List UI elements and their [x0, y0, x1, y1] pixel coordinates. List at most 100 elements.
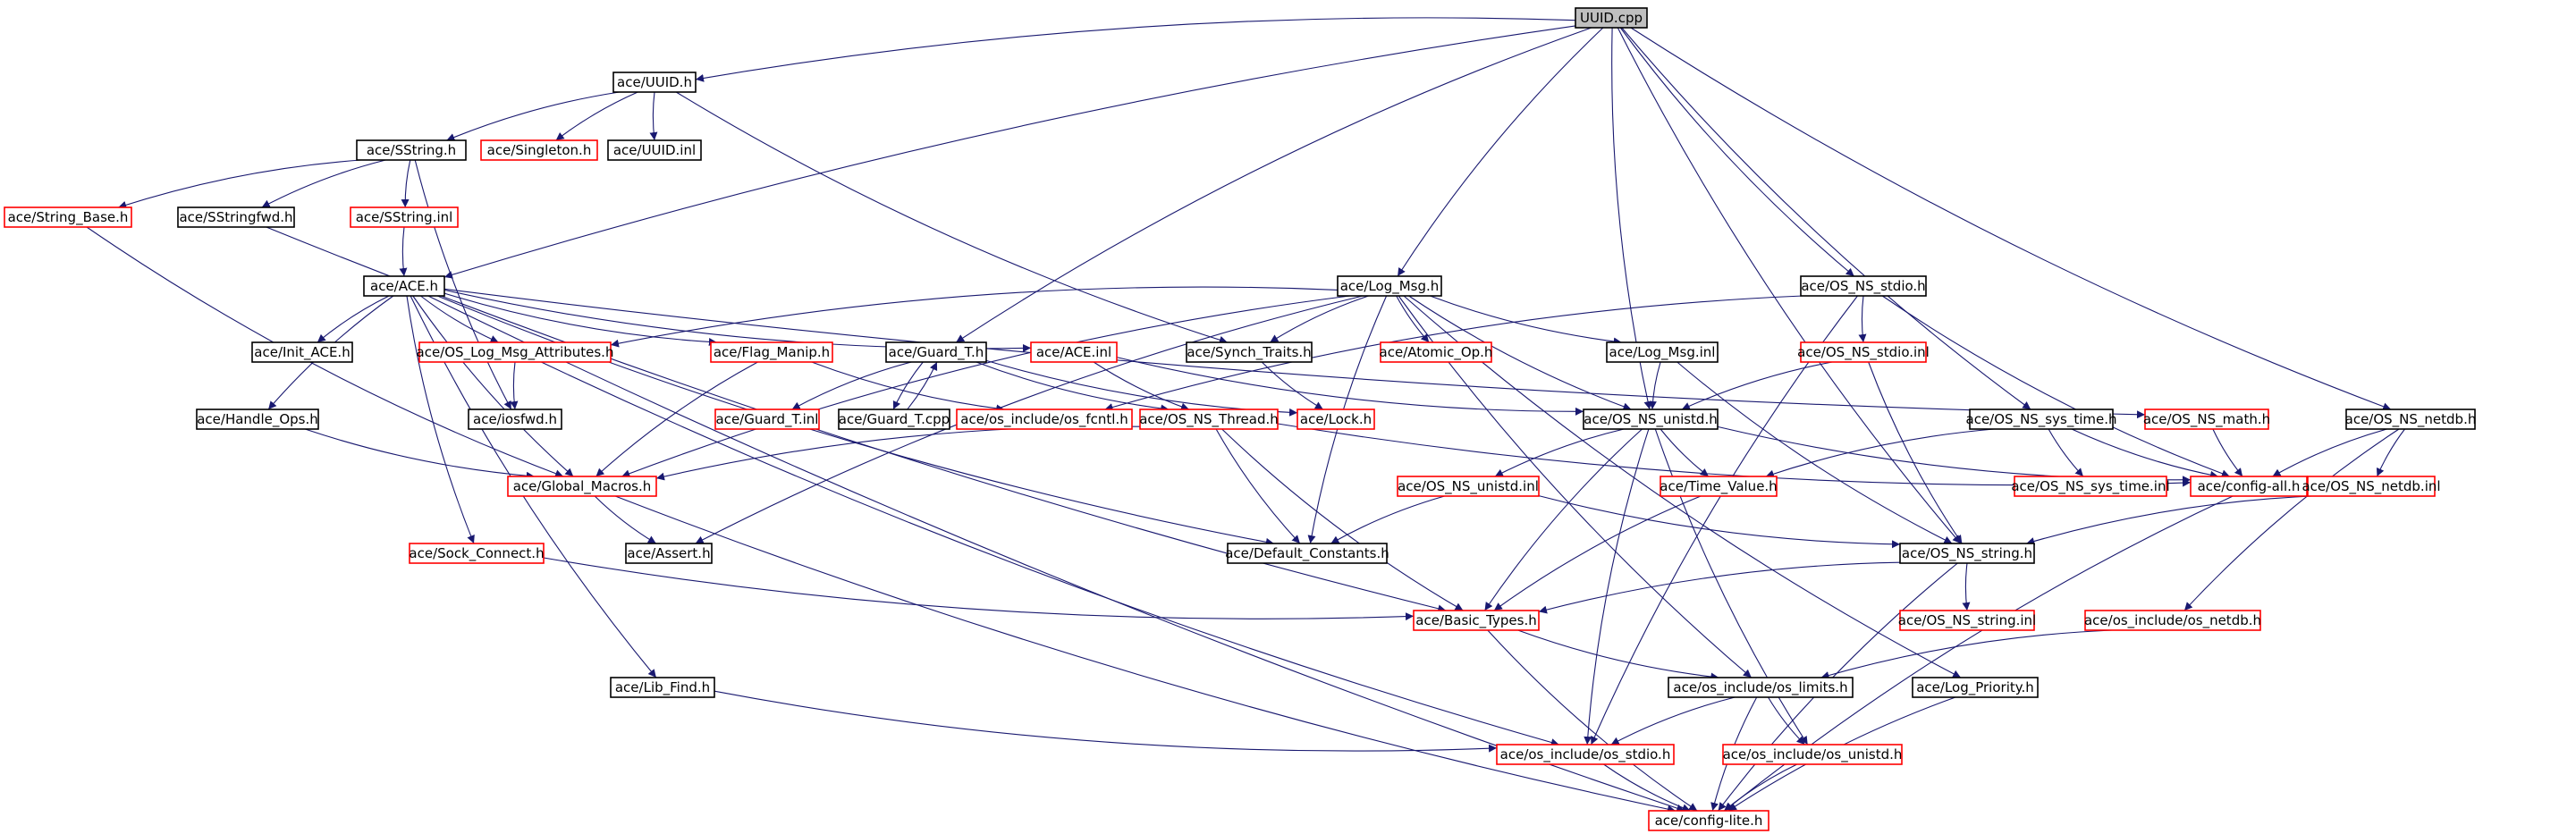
edge-ace-os-ns-netdb-h-to-ace-os-include-os-netdb-h	[2183, 428, 2400, 611]
edge-ace-os-include-os-limits-h-to-ace-os-include-os-stdio-h	[1610, 696, 1736, 746]
node-ace-log-msg-inl[interactable]: ace/Log_Msg.inl	[1606, 341, 1719, 363]
node-ace-singleton-h[interactable]: ace/Singleton.h	[480, 139, 598, 161]
node-label: ace/Log_Msg.inl	[1609, 344, 1716, 361]
node-box	[363, 275, 445, 297]
edge-ace-os-ns-sys-time-h-to-ace-config-all-h	[2071, 428, 2219, 479]
node-label: ace/ACE.h	[370, 278, 438, 294]
node-ace-os-include-os-stdio-h[interactable]: ace/os_include/os_stdio.h	[1496, 744, 1675, 765]
edge-ace-uuid-h-to-ace-sstring-h	[446, 91, 620, 141]
edge-ace-os-ns-sys-time-h-to-ace-os-ns-sys-time-inl	[2048, 428, 2084, 477]
node-label: ace/Log_Priority.h	[1916, 679, 2034, 696]
node-label: ace/OS_NS_sys_time.h	[1966, 411, 2117, 428]
node-label: ace/os_include/os_unistd.h	[1723, 746, 1903, 763]
edge-ace-guard-t-h-to-ace-guard-t-inl	[791, 361, 912, 410]
node-ace-sstring-h[interactable]: ace/SString.h	[356, 139, 467, 161]
node-ace-log-priority-h[interactable]: ace/Log_Priority.h	[1912, 677, 2039, 698]
node-ace-os-ns-stdio-inl[interactable]: ace/OS_NS_stdio.inl	[1797, 341, 1930, 363]
edge-uuid-cpp-to-ace-os-ns-sys-time-h	[1621, 27, 2031, 410]
edge-ace-guard-t-h-to-ace-guard-t-cpp	[892, 361, 924, 410]
edge-ace-os-ns-unistd-inl-to-ace-default-constants-h	[1330, 495, 1445, 544]
node-label: ace/OS_Log_Msg_Attributes.h	[417, 344, 614, 361]
edge-ace-log-msg-h-to-ace-global-macros-h	[621, 295, 1350, 478]
node-ace-string-base-h[interactable]: ace/String_Base.h	[4, 206, 132, 228]
node-box	[177, 206, 295, 228]
edge-ace-flag-manip-h-to-ace-os-include-os-fcntl-h	[811, 361, 1005, 413]
node-ace-os-ns-sys-time-inl[interactable]: ace/OS_NS_sys_time.inl	[2011, 476, 2170, 497]
node-ace-os-include-os-netdb-h[interactable]: ace/os_include/os_netdb.h	[2084, 610, 2261, 631]
node-box	[1800, 275, 1927, 297]
node-ace-default-constants-h[interactable]: ace/Default_Constants.h	[1225, 543, 1389, 564]
node-ace-os-ns-sys-time-h[interactable]: ace/OS_NS_sys_time.h	[1966, 409, 2117, 430]
edge-ace-os-ns-string-h-to-ace-os-ns-string-inl	[1962, 562, 1971, 611]
edge-ace-os-ns-unistd-h-to-ace-os-include-os-stdio-h	[1584, 428, 1650, 746]
node-ace-lock-h[interactable]: ace/Lock.h	[1296, 409, 1375, 430]
node-box	[507, 476, 657, 497]
node-ace-uuid-inl[interactable]: ace/UUID.inl	[607, 139, 702, 161]
node-ace-os-ns-netdb-inl[interactable]: ace/OS_NS_netdb.inl	[2302, 476, 2441, 497]
node-ace-assert-h[interactable]: ace/Assert.h	[625, 543, 713, 564]
edge-ace-synch-traits-h-to-ace-lock-h	[1261, 361, 1324, 410]
node-ace-init-ace-h[interactable]: ace/Init_ACE.h	[251, 341, 353, 363]
node-ace-global-macros-h[interactable]: ace/Global_Macros.h	[507, 476, 657, 497]
node-label: ace/OS_NS_stdio.h	[1801, 278, 1925, 295]
node-ace-os-ns-unistd-h[interactable]: ace/OS_NS_unistd.h	[1583, 409, 1719, 430]
node-ace-os-ns-thread-h[interactable]: ace/OS_NS_Thread.h	[1139, 409, 1279, 430]
node-ace-lib-find-h[interactable]: ace/Lib_Find.h	[610, 677, 715, 698]
node-ace-guard-t-h[interactable]: ace/Guard_T.h	[885, 341, 987, 363]
node-ace-config-lite-h[interactable]: ace/config-lite.h	[1648, 810, 1769, 831]
nodes-layer: UUID.cpp ace/UUID.h ace/SString.h ace/Singl…	[4, 7, 2477, 831]
node-ace-ace-h[interactable]: ace/ACE.h	[363, 275, 445, 297]
node-ace-os-ns-math-h[interactable]: ace/OS_NS_math.h	[2143, 409, 2270, 430]
node-box	[1969, 409, 2114, 430]
node-ace-os-include-os-unistd-h[interactable]: ace/os_include/os_unistd.h	[1722, 744, 1903, 765]
edge-uuid-cpp-to-ace-uuid-h	[695, 17, 1576, 82]
node-box	[625, 543, 713, 564]
node-label: ace/Assert.h	[627, 545, 710, 561]
node-box	[1575, 7, 1648, 29]
node-box	[612, 72, 697, 93]
node-ace-iosfwd-h[interactable]: ace/iosfwd.h	[468, 409, 562, 430]
node-ace-os-ns-stdio-h[interactable]: ace/OS_NS_stdio.h	[1800, 275, 1927, 297]
node-ace-log-msg-h[interactable]: ace/Log_Msg.h	[1337, 275, 1442, 297]
edge-ace-flag-manip-h-to-ace-global-macros-h	[595, 361, 758, 477]
edge-ace-os-include-os-unistd-h-to-ace-config-lite-h	[1723, 763, 1798, 812]
edge-uuid-cpp-to-ace-guard-t-h	[955, 27, 1592, 343]
node-ace-handle-ops-h[interactable]: ace/Handle_Ops.h	[196, 409, 319, 430]
edge-ace-log-msg-h-to-ace-log-msg-inl	[1430, 295, 1622, 346]
node-ace-os-ns-netdb-h[interactable]: ace/OS_NS_netdb.h	[2345, 409, 2477, 430]
node-label: ace/Log_Msg.h	[1340, 278, 1440, 295]
node-ace-sstringfwd-h[interactable]: ace/SStringfwd.h	[177, 206, 295, 228]
node-label: ace/UUID.h	[617, 74, 692, 90]
node-ace-guard-t-inl[interactable]: ace/Guard_T.inl	[714, 409, 820, 430]
node-ace-config-all-h[interactable]: ace/config-all.h	[2190, 476, 2308, 497]
node-ace-os-ns-string-inl[interactable]: ace/OS_NS_string.inl	[1898, 610, 2036, 631]
node-ace-os-log-msg-attributes-h[interactable]: ace/OS_Log_Msg_Attributes.h	[417, 341, 614, 363]
node-ace-atomic-op-h[interactable]: ace/Atomic_Op.h	[1380, 341, 1493, 363]
node-box	[1912, 677, 2039, 698]
node-box	[885, 341, 987, 363]
node-ace-time-value-h[interactable]: ace/Time_Value.h	[1660, 476, 1778, 497]
edge-ace-ace-h-to-ace-ace-inl	[443, 289, 1032, 352]
node-box	[1722, 744, 1903, 765]
node-ace-os-include-os-fcntl-h[interactable]: ace/os_include/os_fcntl.h	[956, 409, 1133, 430]
node-ace-os-include-os-limits-h[interactable]: ace/os_include/os_limits.h	[1668, 677, 1854, 698]
node-ace-flag-manip-h[interactable]: ace/Flag_Manip.h	[710, 341, 833, 363]
edge-ace-os-ns-thread-h-to-ace-default-constants-h	[1215, 428, 1301, 544]
node-box	[710, 341, 833, 363]
edge-ace-os-ns-string-h-to-ace-basic-types-h	[1538, 561, 1901, 614]
node-label: ace/os_include/os_stdio.h	[1500, 746, 1671, 763]
node-ace-basic-types-h[interactable]: ace/Basic_Types.h	[1413, 610, 1540, 631]
node-ace-guard-t-cpp[interactable]: ace/Guard_T.cpp	[838, 409, 950, 430]
node-ace-os-ns-unistd-inl[interactable]: ace/OS_NS_unistd.inl	[1397, 476, 1540, 497]
node-uuid-cpp: UUID.cpp	[1575, 7, 1648, 29]
edge-ace-guard-t-cpp-to-ace-guard-t-h	[907, 361, 938, 410]
node-ace-uuid-h[interactable]: ace/UUID.h	[612, 72, 697, 93]
node-ace-synch-traits-h[interactable]: ace/Synch_Traits.h	[1186, 341, 1313, 363]
node-ace-os-ns-string-h[interactable]: ace/OS_NS_string.h	[1899, 543, 2035, 564]
node-label: ace/SString.h	[367, 142, 456, 158]
node-ace-sock-connect-h[interactable]: ace/Sock_Connect.h	[409, 543, 545, 564]
node-box	[409, 543, 545, 564]
node-ace-sstring-inl[interactable]: ace/SString.inl	[350, 206, 459, 228]
node-ace-ace-inl[interactable]: ace/ACE.inl	[1030, 341, 1118, 363]
edge-ace-log-msg-inl-to-ace-os-ns-string-h	[1677, 361, 1953, 544]
